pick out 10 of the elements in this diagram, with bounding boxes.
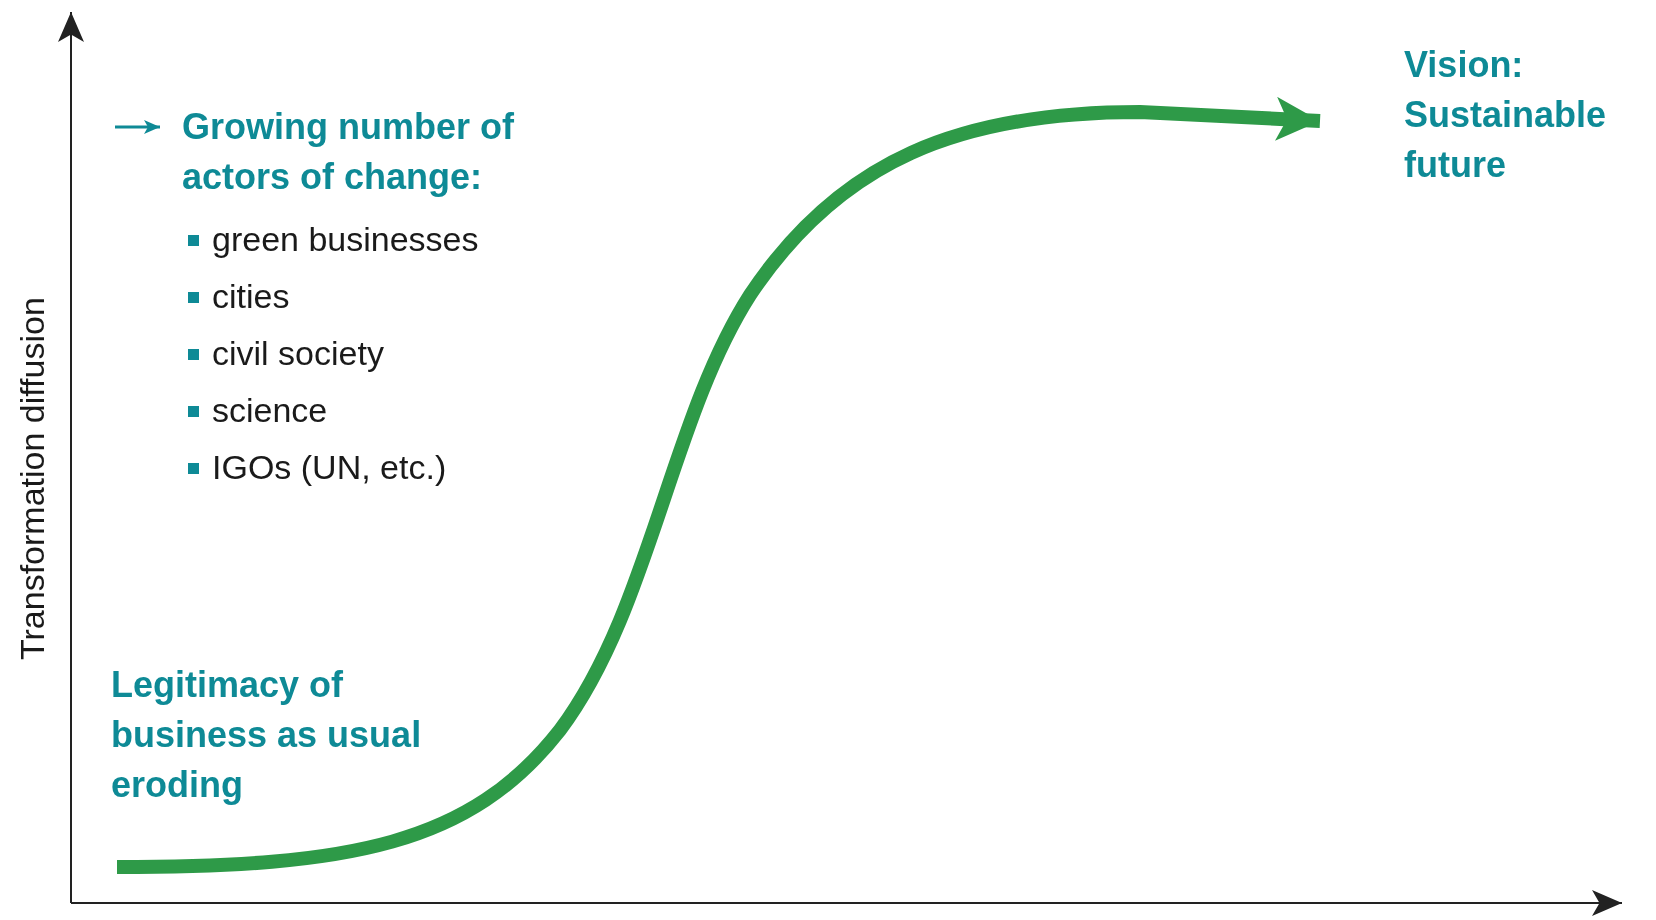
list-item: cities xyxy=(212,276,290,316)
list-heading: Growing number of actors of change: xyxy=(182,105,515,199)
list-item: civil society xyxy=(212,333,384,373)
axis-title: Transformation diffusion xyxy=(12,297,52,660)
s-curve-arrow xyxy=(116,96,1321,874)
callout-text: Legitimacy of business as usual eroding xyxy=(111,660,471,867)
list-item: IGOs (UN, etc.) xyxy=(212,447,447,487)
callout-text: Vision: Sustainable future xyxy=(1404,40,1654,190)
list-item: science xyxy=(212,390,328,430)
list-item: green businesses xyxy=(212,219,479,259)
